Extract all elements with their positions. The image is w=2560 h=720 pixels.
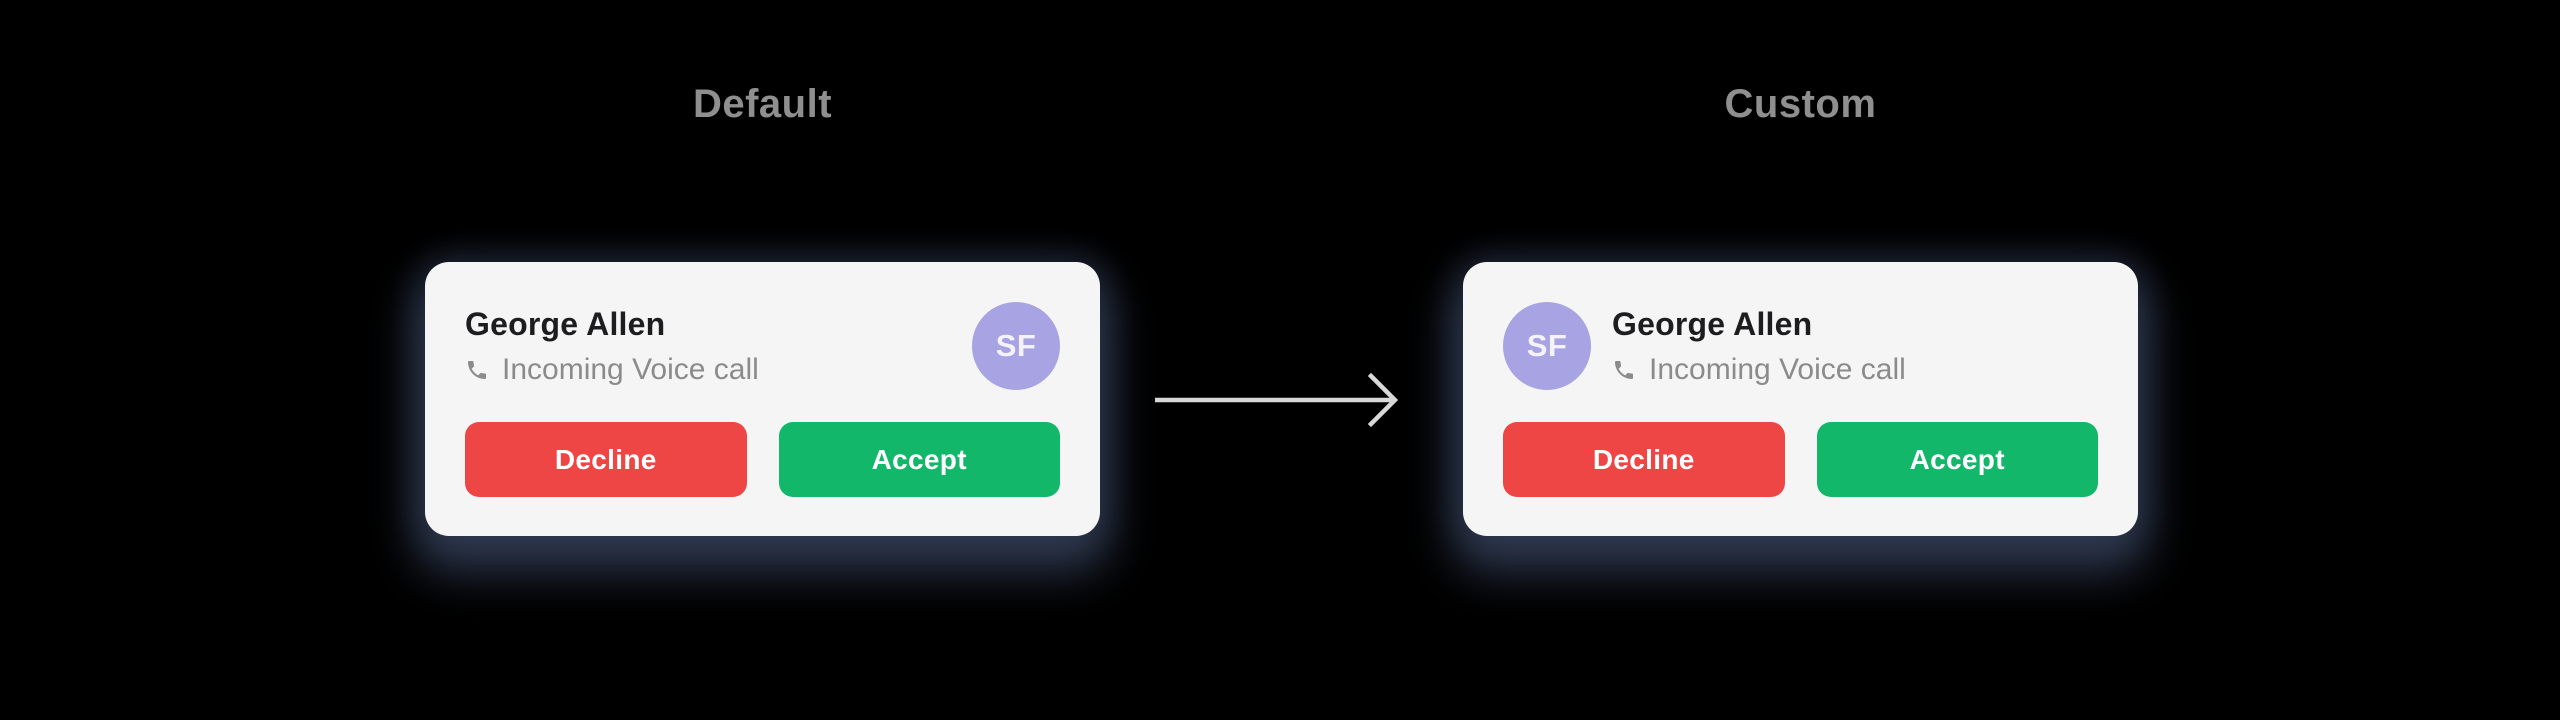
avatar: SF xyxy=(1503,302,1591,390)
section-label-custom: Custom xyxy=(1724,82,1877,126)
decline-button[interactable]: Decline xyxy=(1503,422,1785,497)
arrow-right-icon xyxy=(1145,352,1415,448)
card-header: George Allen Incoming Voice call SF xyxy=(465,302,1060,390)
card-header: SF George Allen Incoming Voice call xyxy=(1503,302,2098,390)
avatar-initials: SF xyxy=(1526,328,1568,363)
incoming-call-card-default: George Allen Incoming Voice call SF Decl… xyxy=(425,262,1100,536)
phone-icon xyxy=(1612,358,1636,382)
phone-icon xyxy=(465,358,489,382)
accept-button[interactable]: Accept xyxy=(1816,422,2098,497)
decline-button[interactable]: Decline xyxy=(465,422,747,497)
card-actions: Decline Accept xyxy=(1503,422,2098,497)
caller-info: George Allen Incoming Voice call xyxy=(1612,303,1906,389)
call-type-row: Incoming Voice call xyxy=(1612,351,1906,389)
incoming-call-card-custom: SF George Allen Incoming Voice call Decl… xyxy=(1463,262,2138,536)
call-type-row: Incoming Voice call xyxy=(465,351,759,389)
caller-info: George Allen Incoming Voice call xyxy=(465,303,759,389)
call-type-label: Incoming Voice call xyxy=(1649,353,1906,386)
avatar-initials: SF xyxy=(995,328,1037,363)
caller-name: George Allen xyxy=(465,306,666,342)
caller-name: George Allen xyxy=(1612,306,1813,342)
call-type-label: Incoming Voice call xyxy=(502,353,759,386)
accept-button[interactable]: Accept xyxy=(778,422,1060,497)
card-actions: Decline Accept xyxy=(465,422,1060,497)
section-label-default: Default xyxy=(692,82,833,126)
avatar: SF xyxy=(972,302,1060,390)
